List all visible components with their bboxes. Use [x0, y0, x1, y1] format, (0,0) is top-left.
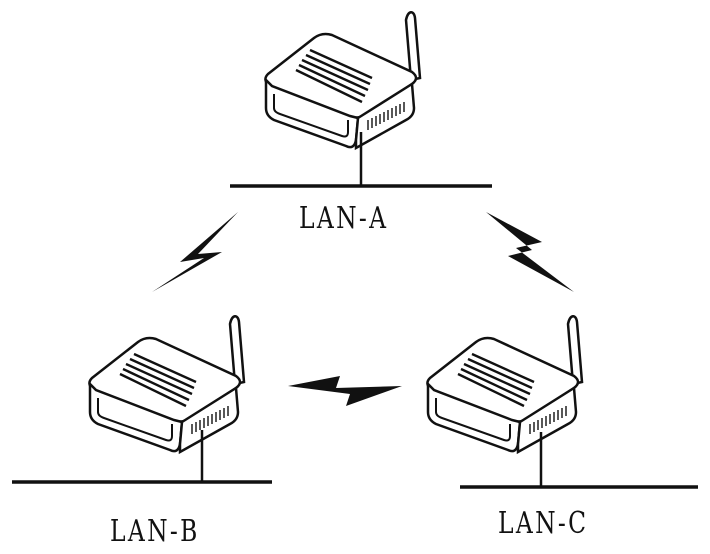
lan-c-label: LAN-C — [498, 506, 589, 541]
lan-a-label: LAN-A — [299, 201, 389, 236]
lightning-bolt-icon-bc — [288, 376, 402, 406]
router-a-icon — [264, 10, 422, 150]
lightning-bolt-icon-ab — [152, 212, 238, 292]
lan-b-label: LAN-B — [110, 514, 200, 549]
lightning-bolt-icon-ac — [486, 212, 574, 292]
router-b-icon — [88, 314, 246, 454]
router-c-icon — [426, 314, 584, 454]
